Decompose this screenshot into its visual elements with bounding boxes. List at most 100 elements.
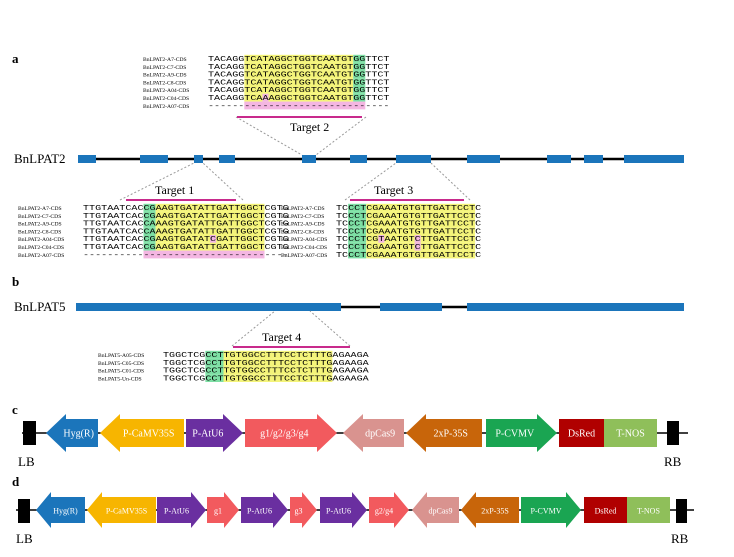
alignment-highlight [348,242,367,251]
alignment-highlight [244,86,354,94]
alignment-highlight [348,235,367,243]
construct-element-hyg-r: Hyg(R) [46,414,98,452]
alignment-highlight [205,366,224,375]
element-arrow [290,492,317,528]
element-label: P-CVMV [495,429,535,440]
sequence-label: BnLPAT2-C7-CDS [281,214,324,220]
element-label: g1/g2/g3/g4 [260,429,308,440]
gene-model-lpat5 [76,303,684,311]
alignment-highlight [348,219,367,228]
element-label: 2xP-35S [433,429,467,440]
alignment-highlight [205,350,224,359]
lb-label-d: LB [16,531,33,546]
sequence-label: BnLPAT2-A9-CDS [281,222,325,228]
sequence-text: TACAGGTCATAGGCTGGTCAATGTGGTTCT [208,64,390,72]
gene-label-lpat5: BnLPAT5 [14,299,66,314]
alignment-highlight [143,227,156,235]
exon [547,155,571,163]
element-arrow [320,492,367,528]
alignment-highlight [223,358,333,367]
sequence-text: ------------------------------ [208,103,390,111]
alignment-highlight [143,211,156,220]
rb-label-d: RB [671,531,689,546]
sequence-label: BnLPAT5-A05-CDS [98,353,144,359]
sequence-label: BnLPAT2-A04-CDS [18,237,64,243]
sequence-label: BnLPAT2-A04-CDS [281,237,327,243]
construct-element-p-atu6: P-AtU6 [186,414,243,452]
element-box [604,419,657,447]
element-label: Hyg(R) [53,507,78,516]
mutation-highlight [262,93,269,102]
target-4-label: Target 4 [262,330,301,344]
element-label: g2/g4 [375,507,393,516]
alignment-highlight [244,78,354,86]
sequence-label: BnLPAT2-A9-CDS [18,222,62,228]
element-arrow [186,414,243,452]
sequence-text: TCCCTCGAAATGTGTTGATTCCTC [336,252,481,260]
sequence-text: TCCCTCGAAATGTGTTGATTCCTC [336,213,481,221]
construct-element-hyg-r: Hyg(R) [36,492,85,528]
element-label: 2xP-35S [481,507,509,516]
element-arrow [486,414,557,452]
alignment-highlight [353,54,366,63]
element-arrow [412,492,459,528]
sequence-text: TGGCTCGCCTTGTGGCCTTTCCTCTTTGAGAAGA [163,368,370,376]
alignment-highlight [143,235,156,243]
exon [380,303,442,311]
alignment-highlight [353,86,366,94]
sequence-text: TACAGGTCATAGGCTGGTCAATGTGGTTCT [208,56,390,64]
alignment-highlight [155,211,265,220]
element-label: P-CVMV [530,507,561,516]
element-label: g3 [295,507,303,516]
alignment-highlight [348,250,367,259]
sequence-label: BnLPAT2-A7-CDS [281,206,325,212]
mutation-highlight [210,235,217,243]
alignment-target-4: BnLPAT5-A05-CDS TGGCTCGCCTTGTGGCCTTTCCTCT… [98,350,370,383]
element-arrow [245,414,337,452]
sequence-text: TCCCTCGAAATGTCTTGATTCCTC [336,244,481,252]
sequence-label: BnLPAT2-A9-CDS [143,73,187,79]
lb-label-c: LB [18,454,35,469]
element-arrow [46,414,98,452]
element-arrow [207,492,239,528]
construct-element-dpcas9: dpCas9 [343,414,404,452]
exon [140,155,168,163]
panel-c-label: c [12,402,18,417]
element-box [627,497,670,523]
sequence-text: TTGTAATCACCGAAGTGATATTGATTGGCTCGTG [83,205,289,213]
right-border-block [667,421,679,445]
construct-element-t-nos: T-NOS [604,419,657,447]
sequence-text: TTGTAATCACCAAAGTGATATTGATTGGCTCGTG [83,221,289,229]
construct-element-p-atu6: P-AtU6 [241,492,288,528]
sequence-label: BnLPAT5-Un-CDS [98,376,142,382]
exon [350,155,367,163]
sequence-text: TGGCTCGCCTTGTGGCCTTTCCTCTTTGAGAAGA [163,352,370,360]
construct-element-p-atu6: P-AtU6 [157,492,206,528]
gene-label-lpat2: BnLPAT2 [14,151,66,166]
mutation-highlight [378,235,385,243]
element-arrow [100,414,184,452]
rb-label-c: RB [664,454,682,469]
alignment-highlight [244,54,354,63]
left-border-block [18,499,30,523]
construct-element-dsred: DsRed [559,419,604,447]
alignment-highlight [366,235,476,243]
construct-element-2xp-35s: 2xP-35S [461,492,519,528]
alignment-highlight [143,219,156,228]
exon [467,155,500,163]
sequence-text: TTGTAATCACCGAAGTGATATTGATTGGCTCGTG [83,244,289,252]
sequence-label: BnLPAT2-C8-CDS [143,80,186,86]
construct-element-g2-g4: g2/g4 [369,492,409,528]
sequence-label: BnLPAT5-C05-CDS [98,361,144,367]
panel-b-label: b [12,274,19,289]
exon [302,155,316,163]
alignment-highlight [366,250,476,259]
exon [219,155,235,163]
alignment-highlight [205,374,224,382]
alignment-highlight [155,219,265,228]
target-2-label: Target 2 [290,120,329,134]
element-arrow [521,492,581,528]
